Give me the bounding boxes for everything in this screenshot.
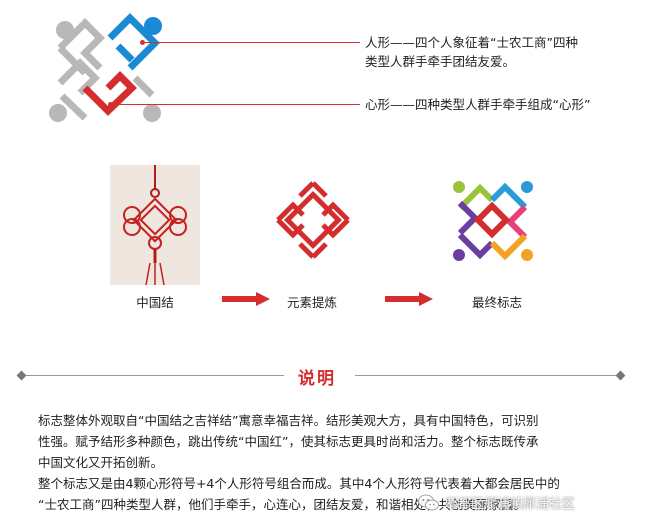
annotation-heart-shape: 心形——四种类型人群手牵手组成“心形”: [365, 97, 591, 112]
description-line: 标志整体外观取自“中国结之吉祥结”寓意幸福吉祥。结形美观大方，具有中国特色，可识…: [38, 413, 539, 428]
divider-diamond: [615, 370, 626, 381]
step-caption: 元素提炼: [286, 295, 337, 310]
watermark: 郫都区犀浦镇犀浦社区: [418, 493, 575, 512]
arrow-right-icon: [385, 292, 433, 306]
colorful-logo-icon: [453, 181, 533, 261]
description-text: 标志整体外观取自“中国结之吉祥结”寓意幸福吉祥。结形美观大方，具有中国特色，可识…: [38, 410, 628, 515]
step-caption: 最终标志: [471, 295, 522, 310]
annotation-dot: [108, 102, 113, 107]
chinese-knot-icon: [123, 165, 187, 286]
description-line: “士农工商”四种类型人群，他们手牵手，心连心，团结友爱，和谐相处，共创美丽家园。: [38, 497, 526, 512]
section-title: 说明: [298, 369, 336, 389]
red-knot-icon: [276, 181, 350, 259]
divider-line-left: [26, 375, 284, 376]
annotation-leader-line: [113, 104, 360, 105]
divider-line-right: [355, 375, 617, 376]
chinese-knot-photo: [110, 165, 200, 286]
logo-diagram-icon: [49, 13, 162, 122]
divider-diamond: [16, 370, 27, 381]
watermark-text: 郫都区犀浦镇犀浦社区: [445, 497, 576, 512]
description-line: 整个标志又是由4颗心形符号+4个人形符号组合而成。其中4个人形符号代表着大都会居…: [38, 476, 560, 491]
step-caption: 中国结: [136, 295, 174, 310]
arrow-right-icon: [222, 292, 270, 306]
description-line: 性强。赋予结形多种颜色，跳出传统“中国红”，使其标志更具时尚和活力。整个标志既传…: [38, 434, 539, 449]
wechat-icon: [418, 494, 439, 510]
annotation-person-shape: 人形——四个人象征着“士农工商”四种 类型人群手牵手团结友爱。: [365, 35, 578, 69]
description-line: 中国文化又开拓创新。: [38, 455, 164, 470]
annotation-dot: [140, 40, 145, 45]
annotation-leader-line: [145, 42, 360, 43]
